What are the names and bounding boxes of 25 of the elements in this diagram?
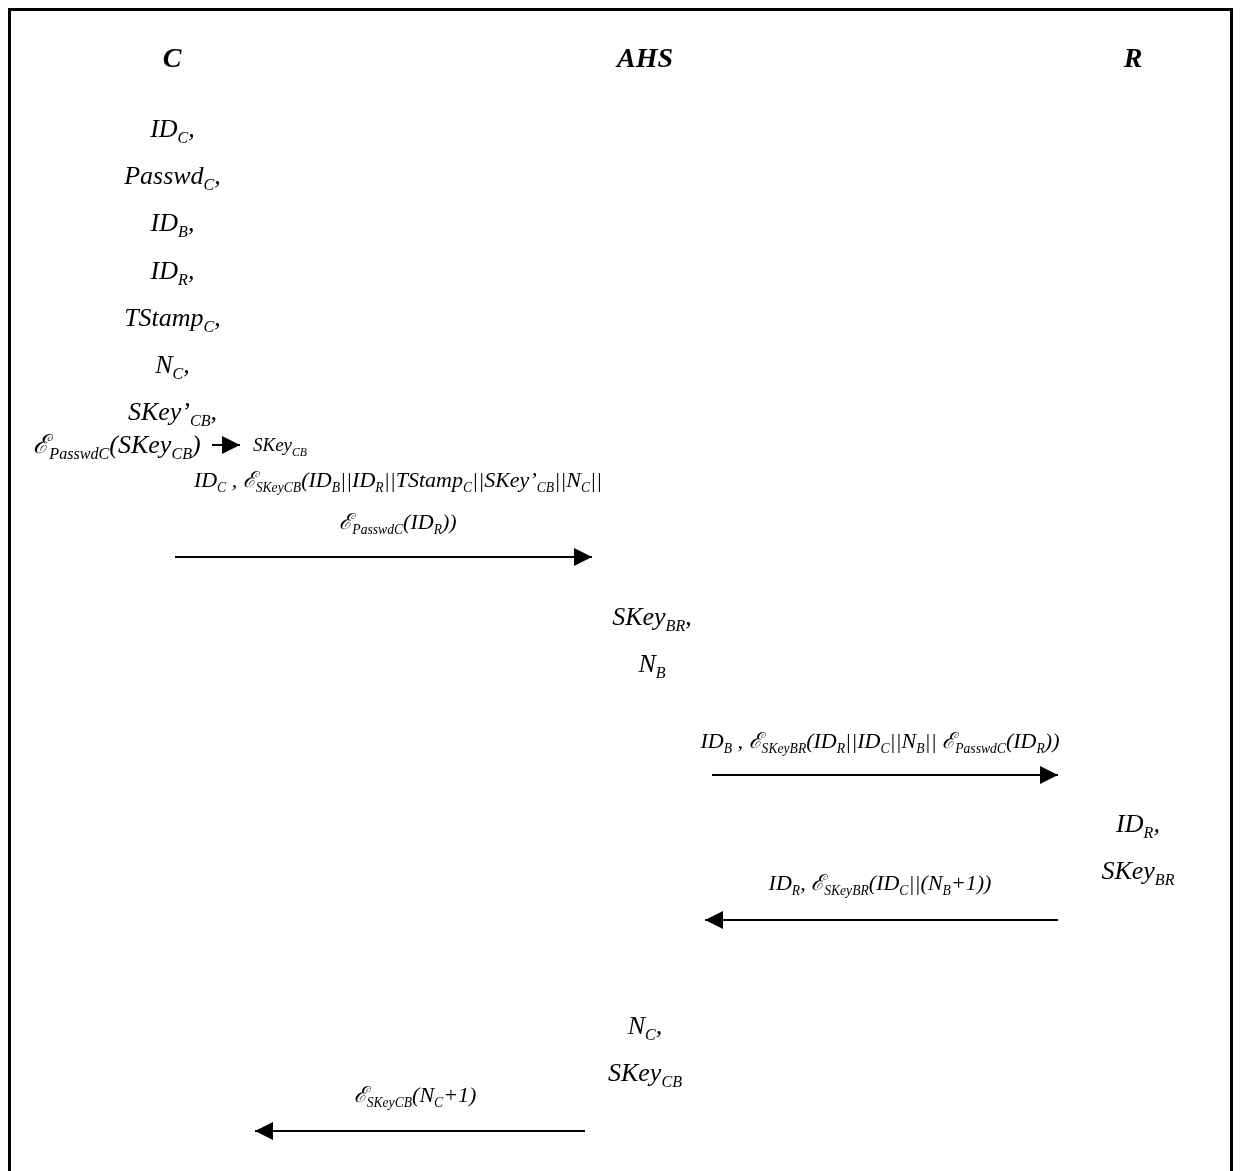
message-label: ℰ$_{SKey}$$_{CB}$(N$_{C}$+1) (352, 1081, 478, 1113)
message-arrow (254, 1122, 586, 1140)
formula-text: SKey$_{CB}$ (240, 426, 320, 464)
formula-text: ID$_{R}$, (1116, 808, 1160, 844)
formula-text: SKey$_{BR}$ (1101, 855, 1175, 891)
formula-text: TStamp$_{C}$, (124, 301, 221, 337)
message-label: ID$_{R}$, ℰ$_{SKey}$$_{BR}$(ID$_{C}$||(N$_{B}$+1)) (767, 869, 993, 901)
participant-label: AHS (595, 38, 695, 78)
formula-text: ID$_{R}$, (150, 254, 195, 290)
formula-text: ID$_{B}$, (150, 207, 195, 243)
formula-text: SKey$_{CB}$ (608, 1057, 682, 1093)
message-arrow (704, 911, 1059, 929)
formula-text: N$_{C}$, (155, 348, 190, 385)
formula-text: SKey$_{BR}$, (612, 601, 692, 637)
formula-text: N$_{B}$ (638, 648, 666, 684)
participant-label: C (132, 38, 212, 78)
formula-text: ID$_{C}$, (150, 113, 195, 149)
arrow (211, 436, 241, 454)
message-arrow (711, 766, 1059, 784)
message-arrow (174, 548, 593, 566)
participant-label: R (1103, 38, 1163, 78)
formula-text: Passwd$_{C}$, (124, 160, 221, 196)
formula-text: N$_{C}$, (627, 1010, 663, 1046)
message-label: ID$_{B}$ , ℰ$_{SKey}$$_{BR}$(ID$_{R}$||ID$_{C}$||N$_{B}$|| ℰ$_{Passwd}$$_{C}$(ID$_{R}$)) (700, 727, 1060, 759)
message-label: ID$_{C}$ , ℰ$_{SKey}$$_{CB}$(ID$_{B}$||ID$_{R}$||TStamp$_{C}$||SKey’$_{CB}$||N$_{C}$|| ℰ$_{Passwd}$$_{C}$(ID$_{R}$)) (192, 466, 604, 540)
